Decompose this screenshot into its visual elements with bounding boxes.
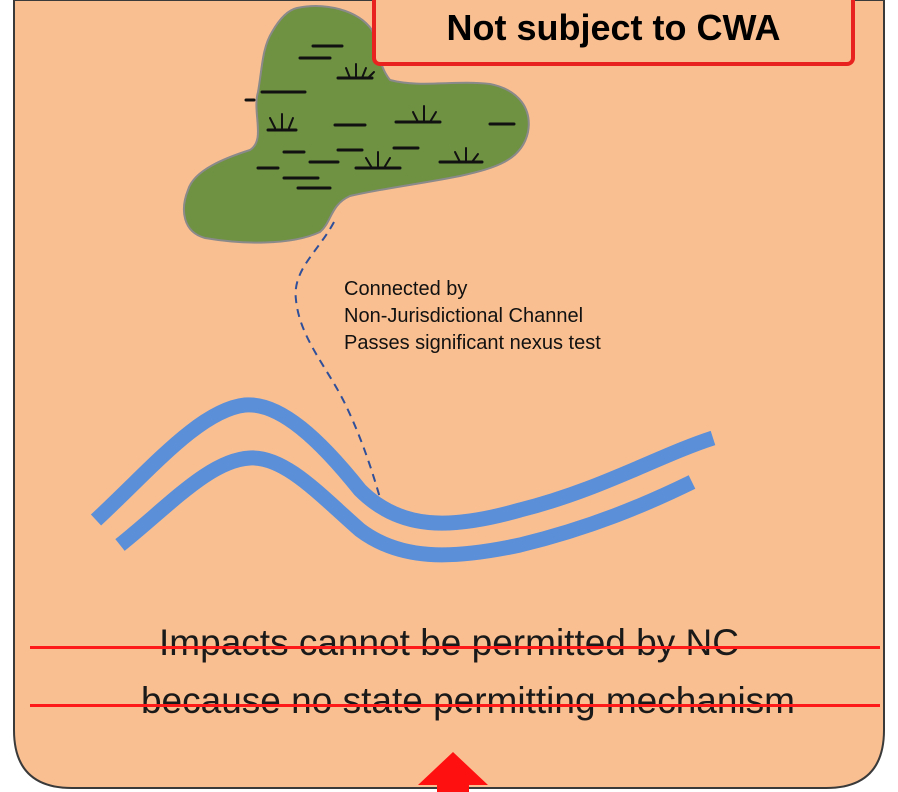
- strike-line-2: [30, 704, 880, 707]
- status-badge: Not subject to CWA: [372, 0, 855, 66]
- stream-channel-icon: [90, 397, 716, 563]
- impact-statement-line-2: because no state permitting mechanism: [140, 680, 795, 721]
- dashed-connector-line: [294, 221, 381, 499]
- connection-note-line-1: Connected by: [344, 278, 468, 300]
- strike-line-1: [30, 646, 880, 649]
- status-badge-label: Not subject to CWA: [446, 7, 781, 48]
- stream-bank-upper: [90, 397, 716, 531]
- connection-note: Connected by Non-Jurisdictional Channel …: [344, 276, 601, 357]
- arrow-up-icon: [418, 752, 488, 792]
- impact-statement-line-1: Impacts cannot be permitted by NC: [159, 622, 739, 663]
- connection-note-line-3: Passes significant nexus test: [344, 332, 601, 354]
- connection-note-line-2: Non-Jurisdictional Channel: [344, 305, 584, 327]
- wetland-marsh-icon: [182, 5, 530, 244]
- stream-bank-lower: [115, 450, 696, 563]
